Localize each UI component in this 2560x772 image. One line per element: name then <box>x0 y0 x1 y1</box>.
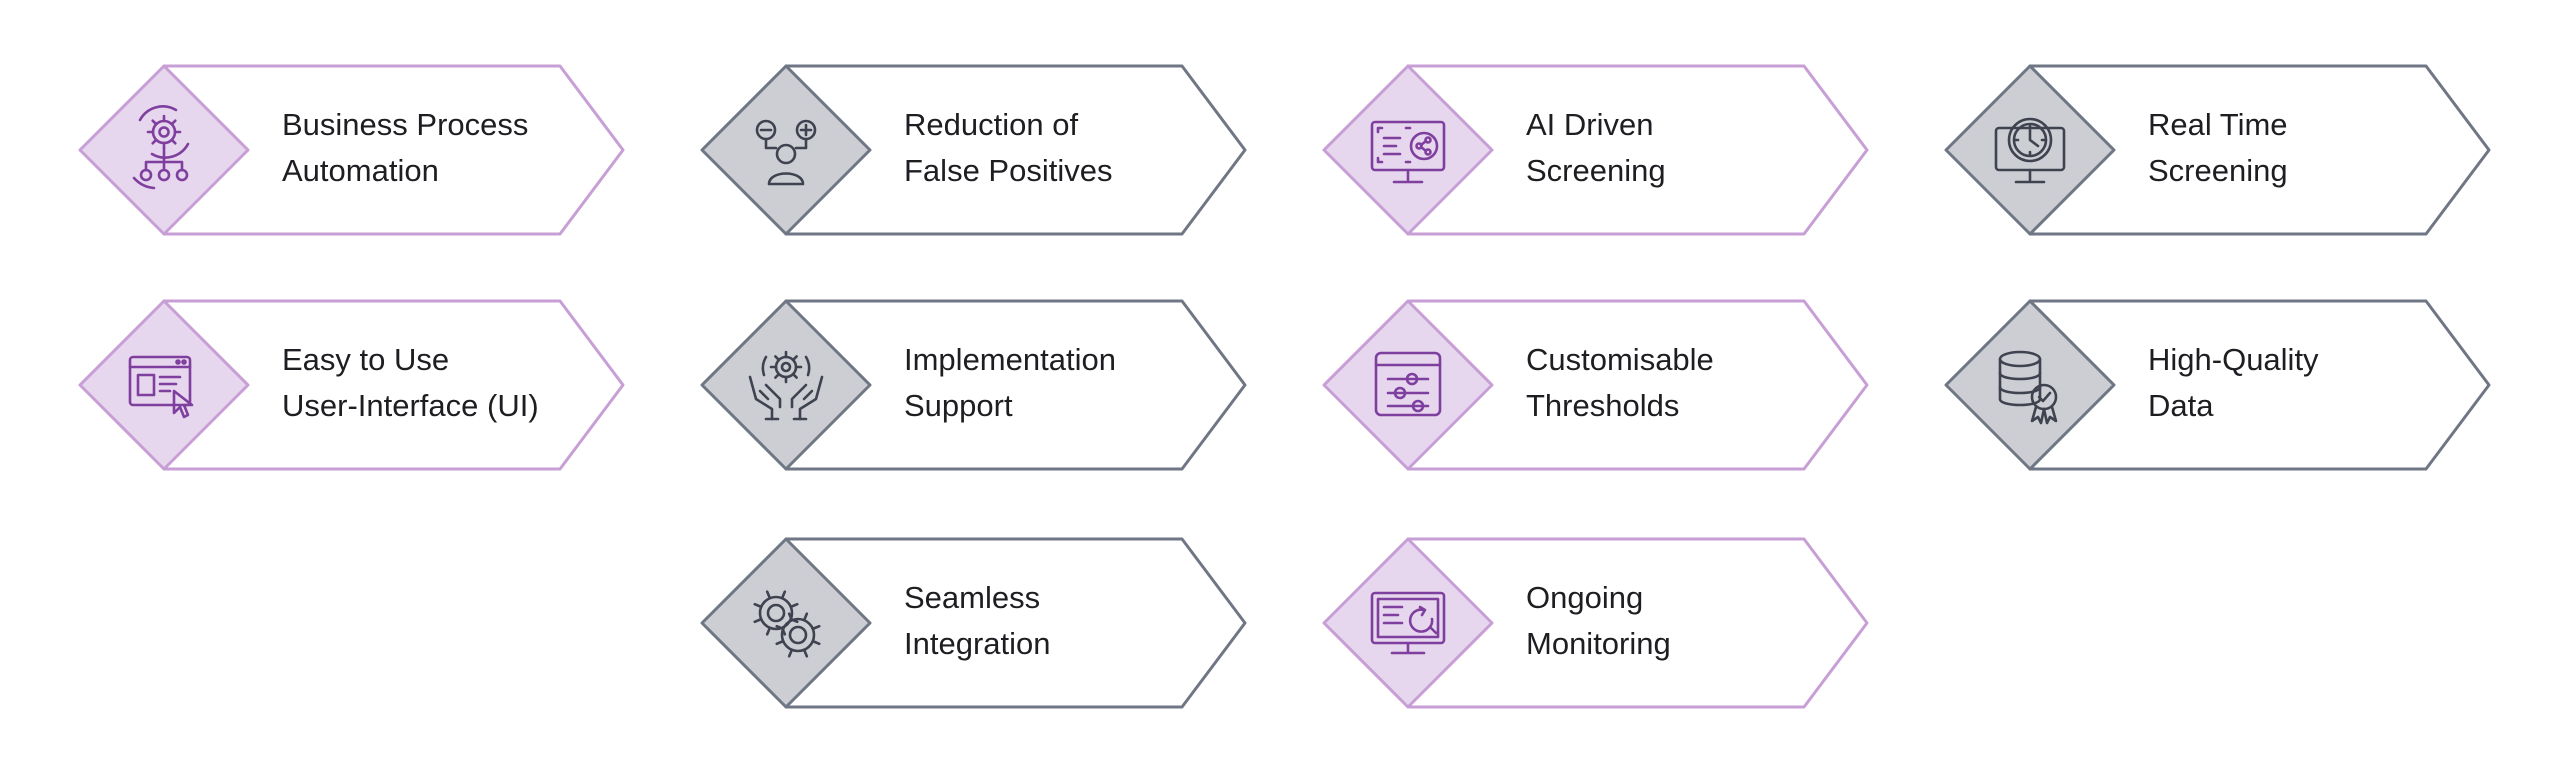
feature-label-line: User-Interface (UI) <box>282 388 539 423</box>
feature-label-line: Integration <box>904 626 1051 661</box>
feature-label-line: Implementation <box>904 342 1116 377</box>
feature-label-line: Customisable <box>1526 342 1714 377</box>
feature-diamond <box>1322 64 1494 236</box>
person-plus-minus-icon <box>755 119 817 186</box>
feature-diamond <box>1944 64 2116 236</box>
feature-diamond <box>700 299 872 471</box>
monitor-refresh-icon <box>1370 591 1446 655</box>
feature-label-line: Real Time <box>2148 107 2288 142</box>
interlocking-gears-icon <box>753 590 821 658</box>
database-badge-icon <box>1998 350 2058 425</box>
ui-window-pointer-icon <box>128 355 194 419</box>
feature-label-line: Data <box>2148 388 2214 423</box>
feature-diamond <box>1944 299 2116 471</box>
ai-monitor-icon <box>1370 120 1446 184</box>
feature-label-line: Screening <box>1526 153 1666 188</box>
feature-label-line: Support <box>904 388 1013 423</box>
feature-label-line: Seamless <box>904 580 1040 615</box>
clock-monitor-icon <box>1994 117 2066 184</box>
feature-label-line: False Positives <box>904 153 1112 188</box>
feature-label-line: Screening <box>2148 153 2288 188</box>
feature-label-line: Automation <box>282 153 439 188</box>
feature-label-line: Thresholds <box>1526 388 1679 423</box>
sliders-icon <box>1374 351 1442 417</box>
feature-label-line: Ongoing <box>1526 580 1643 615</box>
feature-label-line: Easy to Use <box>282 342 449 377</box>
feature-label-line: Reduction of <box>904 107 1078 142</box>
process-automation-icon <box>132 105 190 190</box>
feature-diamond <box>1322 299 1494 471</box>
feature-card: Reduction of False Positives <box>700 64 1247 236</box>
feature-diamond <box>1322 537 1494 709</box>
feature-label-line: Monitoring <box>1526 626 1671 661</box>
feature-diamond <box>700 64 872 236</box>
feature-label-line: High-Quality <box>2148 342 2319 377</box>
feature-label-line: Business Process <box>282 107 528 142</box>
feature-label-line: AI Driven <box>1526 107 1653 142</box>
hands-gear-icon <box>748 350 824 421</box>
